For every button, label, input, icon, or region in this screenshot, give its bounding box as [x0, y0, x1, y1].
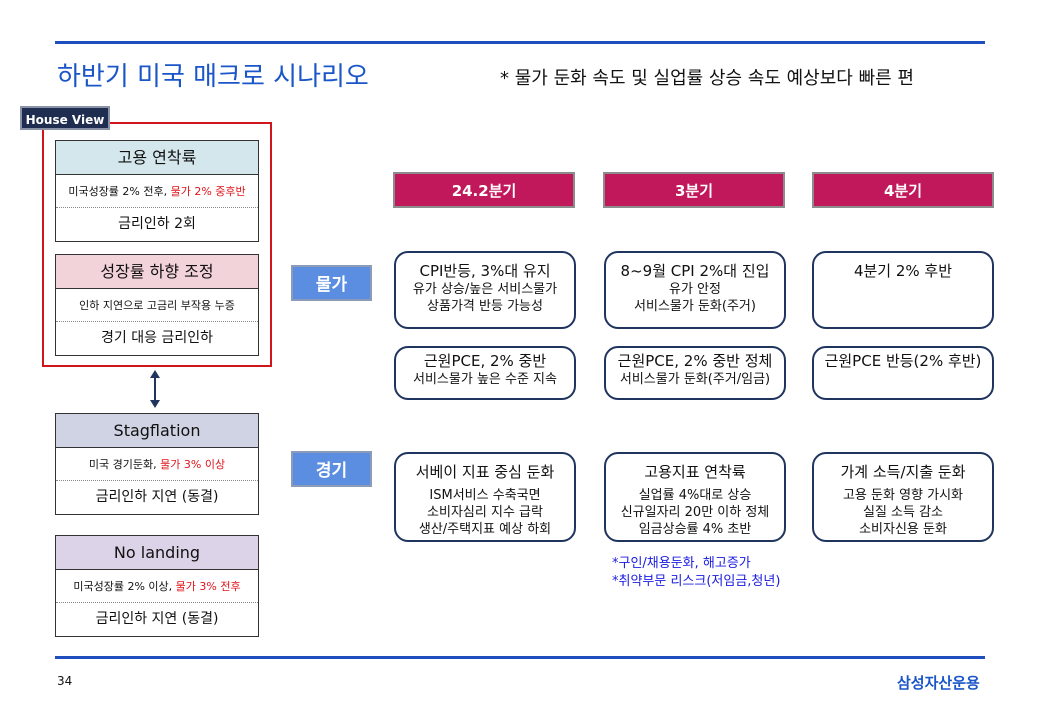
pce-box: 근원PCE 반등(2% 후반) [812, 346, 994, 400]
price-box: 4분기 2% 후반 [812, 251, 994, 329]
economy-box-line: 실업률 4%대로 상승 [638, 488, 752, 503]
price-box-line: 상품가격 반등 가능성 [427, 299, 543, 314]
page-number: 34 [57, 674, 73, 688]
price-box-line: 서비스물가 둔화(주거) [634, 299, 756, 314]
scenario-desc-text: 미국성장률 2% 이상, [73, 580, 176, 593]
scenario-card: No landing 미국성장률 2% 이상, 물가 3% 전후 금리인하 지연… [55, 535, 259, 637]
scenario-title: 성장률 하향 조정 [56, 255, 258, 289]
quarter-header-q2: 24.2분기 [393, 172, 575, 208]
row-label-price: 물가 [291, 265, 372, 301]
economy-box-title: 고용지표 연착륙 [644, 463, 746, 481]
scenario-title: Stagflation [56, 414, 258, 448]
economy-box-line: 실질 소득 감소 [862, 505, 944, 520]
price-box-line: 유가 안정 [669, 282, 721, 297]
price-box-line: 유가 상승/높은 서비스물가 [412, 282, 558, 297]
pce-box-title: 근원PCE, 2% 중반 정체 [617, 352, 773, 370]
pce-box-line: 서비스물가 높은 수준 지속 [413, 372, 557, 387]
scenario-desc-text: 미국성장률 2% 전후, [68, 185, 171, 198]
scenario-desc-highlight: 물가 3% 전후 [175, 580, 241, 593]
scenario-card: 고용 연착륙 미국성장률 2% 전후, 물가 2% 중후반 금리인하 2회 [55, 140, 259, 242]
economy-box-line: 소비자심리 지수 급락 [427, 505, 543, 520]
scenario-desc: 미국성장률 2% 전후, 물가 2% 중후반 [56, 175, 258, 208]
price-box-title: CPI반등, 3%대 유지 [419, 262, 551, 280]
quarter-header-q4: 4분기 [812, 172, 994, 208]
scenario-policy: 금리인하 지연 (동결) [95, 611, 219, 627]
economy-box-line: 소비자신용 둔화 [859, 522, 947, 537]
quarter-header-q3: 3분기 [603, 172, 785, 208]
bottom-rule [55, 656, 985, 659]
economy-box-line: 고용 둔화 영향 가시화 [842, 488, 964, 503]
price-box-title: 8~9월 CPI 2%대 진입 [620, 262, 770, 280]
economy-box-line: 신규일자리 20만 이하 정체 [620, 505, 770, 520]
scenario-policy: 경기 대응 금리인하 [101, 330, 213, 346]
economy-box-line: 임금상승률 4% 초반 [638, 522, 752, 537]
page-subtitle: * 물가 둔화 속도 및 실업률 상승 속도 예상보다 빠른 편 [500, 68, 914, 89]
house-view-frame [42, 122, 272, 367]
top-rule [55, 41, 985, 44]
row-label-economy: 경기 [291, 451, 372, 487]
scenario-title: No landing [56, 536, 258, 570]
double-arrow-icon [150, 370, 160, 408]
page-title: 하반기 미국 매크로 시나리오 [57, 62, 369, 92]
pce-box-title: 근원PCE, 2% 중반 [423, 352, 547, 370]
economy-box-line: 생산/주택지표 예상 하회 [418, 522, 552, 537]
scenario-policy: 금리인하 지연 (동결) [95, 489, 219, 505]
company-logo-text: 삼성자산운용 [897, 674, 980, 692]
scenario-desc-text: 인하 지연으로 고금리 부작용 누증 [79, 299, 235, 312]
note-2: *취약부문 리스크(저임금,청년) [612, 574, 781, 589]
economy-box-title: 서베이 지표 중심 둔화 [415, 463, 555, 481]
pce-box-line: 서비스물가 둔화(주거/임금) [619, 372, 771, 387]
scenario-title: 고용 연착륙 [56, 141, 258, 175]
note-1: *구인/채용둔화, 해고증가 [612, 556, 751, 571]
scenario-card: 성장률 하향 조정 인하 지연으로 고금리 부작용 누증 경기 대응 금리인하 [55, 254, 259, 356]
house-view-badge: House View [20, 106, 110, 130]
scenario-card: Stagflation 미국 경기둔화, 물가 3% 이상 금리인하 지연 (동… [55, 413, 259, 515]
economy-box-title: 가계 소득/지출 둔화 [840, 463, 966, 481]
scenario-desc: 미국성장률 2% 이상, 물가 3% 전후 [56, 570, 258, 603]
scenario-desc: 미국 경기둔화, 물가 3% 이상 [56, 448, 258, 481]
scenario-desc-highlight: 물가 3% 이상 [160, 458, 226, 471]
scenario-desc-highlight: 물가 2% 중후반 [170, 185, 246, 198]
scenario-desc: 인하 지연으로 고금리 부작용 누증 [56, 289, 258, 322]
scenario-desc-text: 미국 경기둔화, [88, 458, 161, 471]
price-box-title: 4분기 2% 후반 [853, 262, 953, 280]
pce-box-title: 근원PCE 반등(2% 후반) [824, 352, 982, 370]
scenario-policy: 금리인하 2회 [118, 216, 196, 232]
economy-box-line: ISM서비스 수축국면 [429, 488, 541, 503]
